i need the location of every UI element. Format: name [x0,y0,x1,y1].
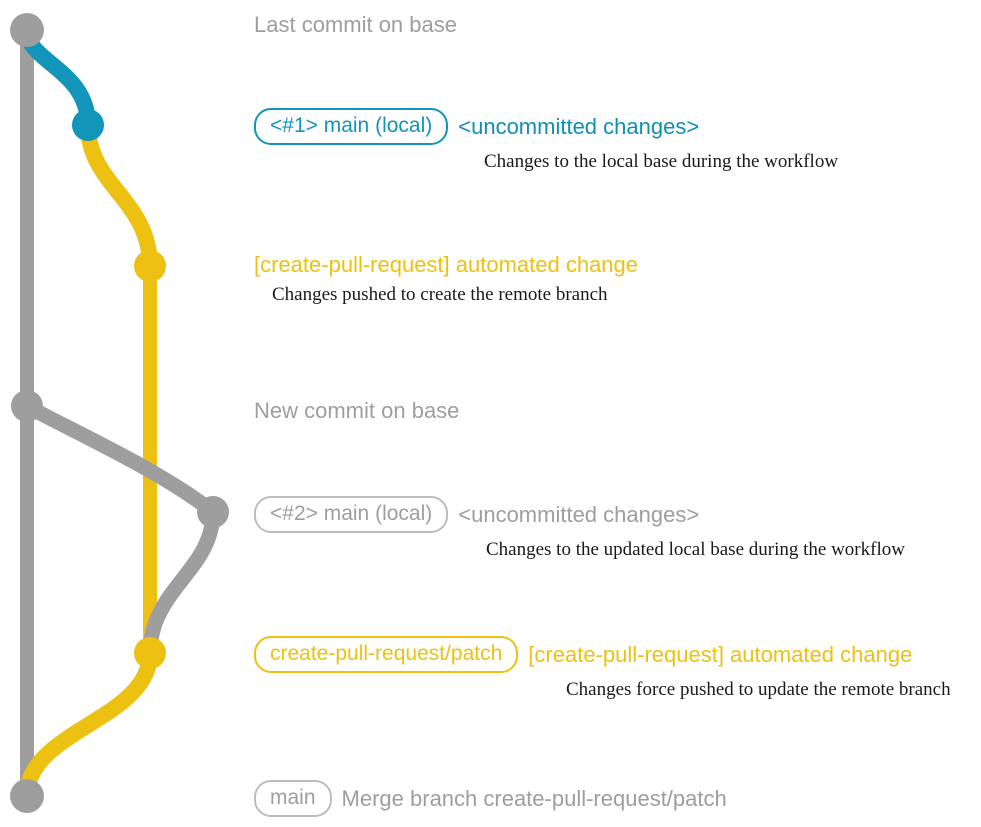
branch-badge-patch[interactable]: create-pull-request/patch [254,636,519,673]
commit-node-merge[interactable] [10,779,44,813]
commit-description-local-2: Changes to the updated local base during… [486,539,905,560]
edge-detached-to-patch2 [142,504,221,661]
branch-badge-main[interactable]: main [254,780,332,817]
commit-row-main: <#2> main (local) <uncommitted changes> [254,496,905,533]
commit-row-inner: create-pull-request/patch [create-pull-r… [254,636,951,701]
commit-row-main: create-pull-request/patch [create-pull-r… [254,636,951,673]
commit-subject-local-1: <uncommitted changes> [458,113,700,139]
commit-row-inner: [create-pull-request] automated change C… [254,252,638,306]
commit-row-main: Last commit on base [254,12,457,38]
commit-row-merge: main Merge branch create-pull-request/pa… [254,780,727,817]
commit-subject-patch: [create-pull-request] automated change [528,641,913,667]
commit-row-inner: New commit on base [254,398,459,424]
commit-description-local-1: Changes to the local base during the wor… [484,151,839,172]
commit-row-main: [create-pull-request] automated change [254,252,638,278]
commit-row-last-commit: Last commit on base [254,12,457,38]
branch-badge-local-2[interactable]: <#2> main (local) [254,496,449,533]
commit-row-main: New commit on base [254,398,459,424]
branch-badge-local-1[interactable]: <#1> main (local) [254,108,449,145]
edge-patch2-to-merge [19,645,158,804]
commit-row-main: main Merge branch create-pull-request/pa… [254,780,727,817]
commit-row-inner: Last commit on base [254,12,457,38]
commit-row-local-1: <#1> main (local) <uncommitted changes> … [254,108,838,173]
commit-description-patch: Changes force pushed to update the remot… [566,679,951,700]
commit-label-new-commit: New commit on base [254,398,460,423]
commit-subject-local-2: <uncommitted changes> [458,501,700,527]
commit-description-automated-1: Changes pushed to create the remote bran… [272,284,608,305]
commit-row-patch: create-pull-request/patch [create-pull-r… [254,636,951,701]
commit-node-patch-2[interactable] [134,637,166,669]
commit-node-local-1[interactable] [72,109,104,141]
commit-subject-merge: Merge branch create-pull-request/patch [341,785,727,811]
commit-row-inner: main Merge branch create-pull-request/pa… [254,780,727,817]
commit-row-new-commit: New commit on base [254,398,459,424]
commit-label-last-commit: Last commit on base [254,12,457,37]
commit-row-local-2: <#2> main (local) <uncommitted changes> … [254,496,905,561]
commit-row-automated-1: [create-pull-request] automated change C… [254,252,638,306]
commit-row-inner: <#1> main (local) <uncommitted changes> … [254,108,838,173]
commit-node-local-2[interactable] [197,496,229,528]
commit-row-inner: <#2> main (local) <uncommitted changes> … [254,496,905,561]
commit-node-last-base[interactable] [10,13,44,47]
commit-row-main: <#1> main (local) <uncommitted changes> [254,108,838,145]
commit-node-new-base[interactable] [11,390,43,422]
edge-base-to-detached [19,398,221,520]
commit-subject-automated-1: [create-pull-request] automated change [254,252,639,277]
edge-local1-to-patch1 [80,117,158,274]
commit-node-patch-1[interactable] [134,250,166,282]
